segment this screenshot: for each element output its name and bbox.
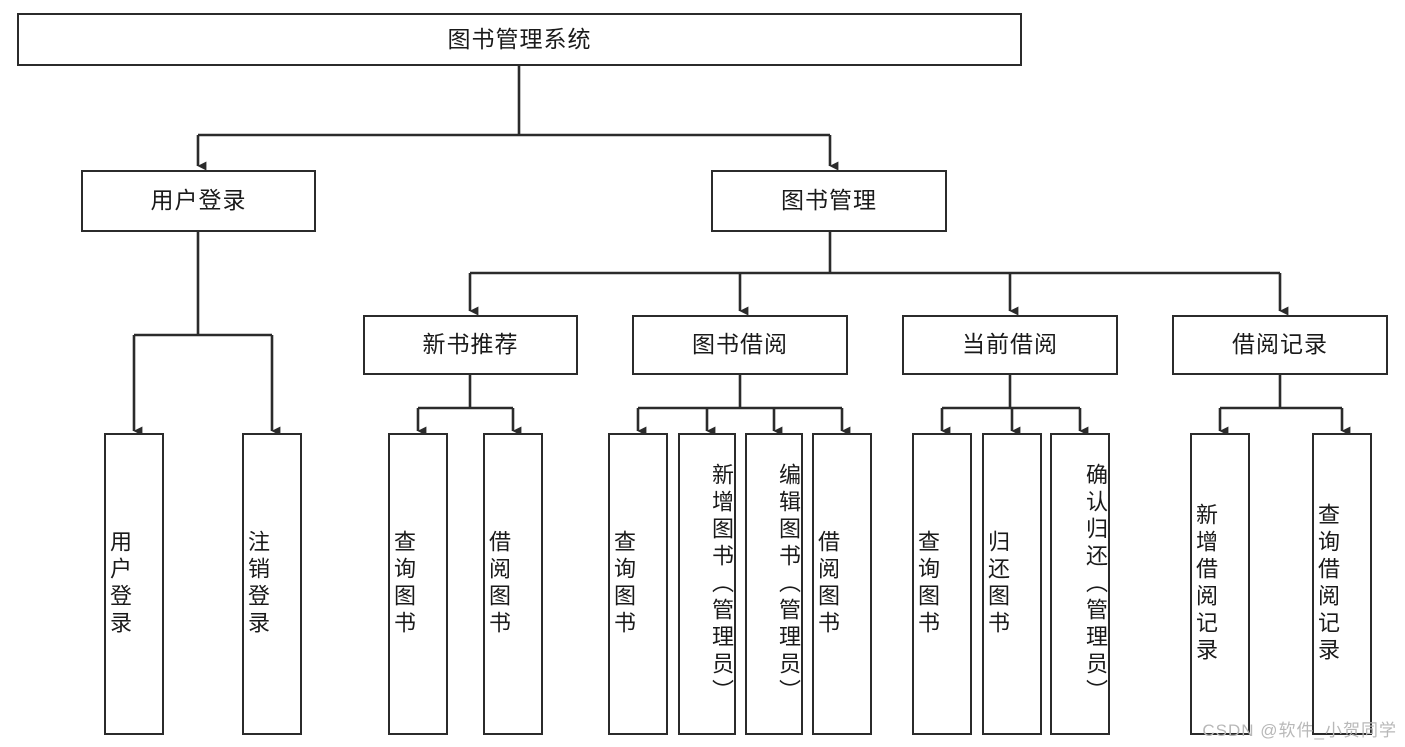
node-label: 图书管理 bbox=[781, 187, 877, 214]
node-label: 编辑图书（管理员） bbox=[776, 462, 801, 706]
node-new-book-recommend[interactable]: 新书推荐 bbox=[363, 315, 578, 375]
node-leaf-query-borrow-record[interactable]: 查询借阅记录 bbox=[1312, 433, 1372, 735]
node-root-system[interactable]: 图书管理系统 bbox=[17, 13, 1022, 66]
node-leaf-logout[interactable]: 注销登录 bbox=[242, 433, 302, 735]
node-label: 图书管理系统 bbox=[447, 25, 592, 52]
node-label: 新书推荐 bbox=[422, 331, 519, 358]
node-borrow-record[interactable]: 借阅记录 bbox=[1172, 315, 1388, 375]
node-user-login[interactable]: 用户登录 bbox=[81, 170, 316, 232]
node-leaf-user-login[interactable]: 用户登录 bbox=[104, 433, 164, 735]
node-label: 用户登录 bbox=[106, 530, 132, 638]
node-label: 查询借阅记录 bbox=[1314, 503, 1340, 665]
node-label: 查询图书 bbox=[390, 530, 416, 638]
node-label: 新增图书（管理员） bbox=[709, 462, 734, 706]
node-book-management[interactable]: 图书管理 bbox=[711, 170, 947, 232]
node-label: 借阅图书 bbox=[485, 530, 511, 638]
node-label: 确认归还（管理员） bbox=[1083, 462, 1108, 706]
node-label: 归还图书 bbox=[984, 530, 1010, 638]
node-label: 查询图书 bbox=[914, 530, 940, 638]
node-label: 图书借阅 bbox=[692, 331, 788, 358]
node-book-borrow[interactable]: 图书借阅 bbox=[632, 315, 848, 375]
node-leaf-borrow-book[interactable]: 借阅图书 bbox=[812, 433, 872, 735]
node-leaf-return-book[interactable]: 归还图书 bbox=[982, 433, 1042, 735]
node-label: 借阅记录 bbox=[1232, 331, 1328, 358]
node-leaf-borrow-book-recommend[interactable]: 借阅图书 bbox=[483, 433, 543, 735]
node-label: 用户登录 bbox=[150, 187, 247, 214]
node-leaf-query-book-current[interactable]: 查询图书 bbox=[912, 433, 972, 735]
node-leaf-add-book-admin[interactable]: 新增图书（管理员） bbox=[678, 433, 736, 735]
node-current-borrow[interactable]: 当前借阅 bbox=[902, 315, 1118, 375]
node-leaf-edit-book-admin[interactable]: 编辑图书（管理员） bbox=[745, 433, 803, 735]
node-label: 当前借阅 bbox=[962, 331, 1058, 358]
node-leaf-add-borrow-record[interactable]: 新增借阅记录 bbox=[1190, 433, 1250, 735]
node-leaf-confirm-return-admin[interactable]: 确认归还（管理员） bbox=[1050, 433, 1110, 735]
node-label: 新增借阅记录 bbox=[1192, 503, 1218, 665]
watermark: CSDN @软件_小贺同学 bbox=[1202, 721, 1397, 740]
node-label: 借阅图书 bbox=[814, 530, 840, 638]
node-leaf-query-book-recommend[interactable]: 查询图书 bbox=[388, 433, 448, 735]
node-leaf-query-book-borrow[interactable]: 查询图书 bbox=[608, 433, 668, 735]
node-label: 注销登录 bbox=[244, 530, 270, 638]
node-label: 查询图书 bbox=[610, 530, 636, 638]
